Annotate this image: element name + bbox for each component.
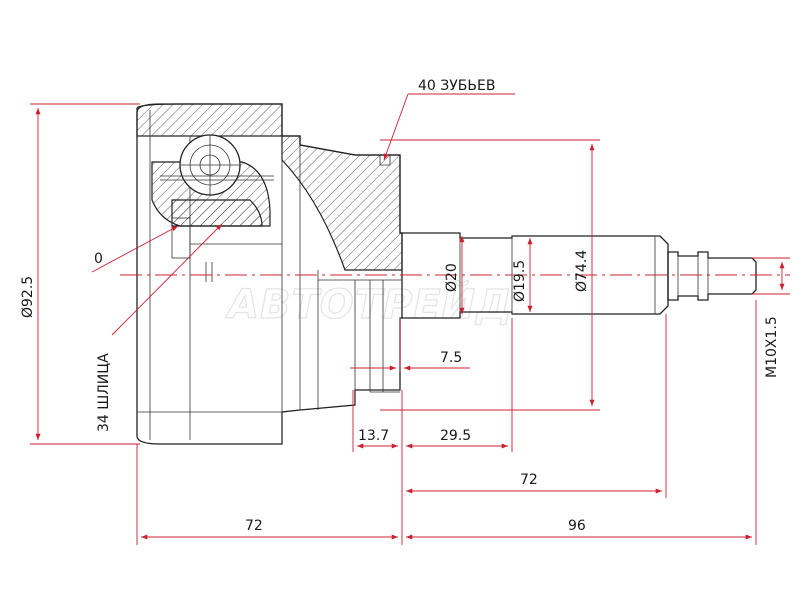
leader-zero: 0 xyxy=(91,225,179,273)
leader-teeth: 40 ЗУБЬЕВ xyxy=(383,78,515,161)
leader-splines: 34 ШЛИЦА xyxy=(96,223,223,432)
dim-length-72-body-96: 72 96 xyxy=(136,300,757,545)
dim-diameter-19-5: Ø19.5 xyxy=(512,238,533,312)
dim-length-7-5-label: 7.5 xyxy=(440,350,462,366)
dim-outer-diameter: Ø92.5 xyxy=(20,103,140,445)
dim-diameter-74-4: Ø74.4 xyxy=(380,139,600,411)
dim-length-13-7-29-5: 13.7 29.5 xyxy=(352,318,513,545)
cv-joint-housing xyxy=(136,103,403,445)
dim-diameter-74-4-label: Ø74.4 xyxy=(574,250,590,292)
dim-thread: M10X1.5 xyxy=(752,257,790,378)
inner-race xyxy=(151,134,274,282)
dim-diameter-19-5-label: Ø19.5 xyxy=(512,260,528,302)
dim-length-72-body-label: 72 xyxy=(245,518,263,534)
zero-label: 0 xyxy=(94,251,103,267)
stub-section xyxy=(281,135,403,271)
dim-length-72-shaft-label: 72 xyxy=(520,472,538,488)
teeth-label: 40 ЗУБЬЕВ xyxy=(418,78,495,94)
dim-diameter-20-label: Ø20 xyxy=(444,263,460,292)
dim-length-7-5: 7.5 xyxy=(350,318,470,372)
threaded-tip xyxy=(667,251,757,301)
dim-diameter-20: Ø20 xyxy=(444,236,465,314)
dim-length-96-label: 96 xyxy=(568,518,586,534)
dim-outer-diameter-label: Ø92.5 xyxy=(20,276,36,318)
dim-length-29-5-label: 29.5 xyxy=(440,428,471,444)
dim-thread-label: M10X1.5 xyxy=(764,316,780,378)
dim-length-13-7-label: 13.7 xyxy=(358,428,389,444)
watermark-text: АВТОТРЕЙД xyxy=(225,280,513,328)
splines-label: 34 ШЛИЦА xyxy=(96,353,112,432)
dim-length-72-shaft: 72 xyxy=(406,314,667,498)
